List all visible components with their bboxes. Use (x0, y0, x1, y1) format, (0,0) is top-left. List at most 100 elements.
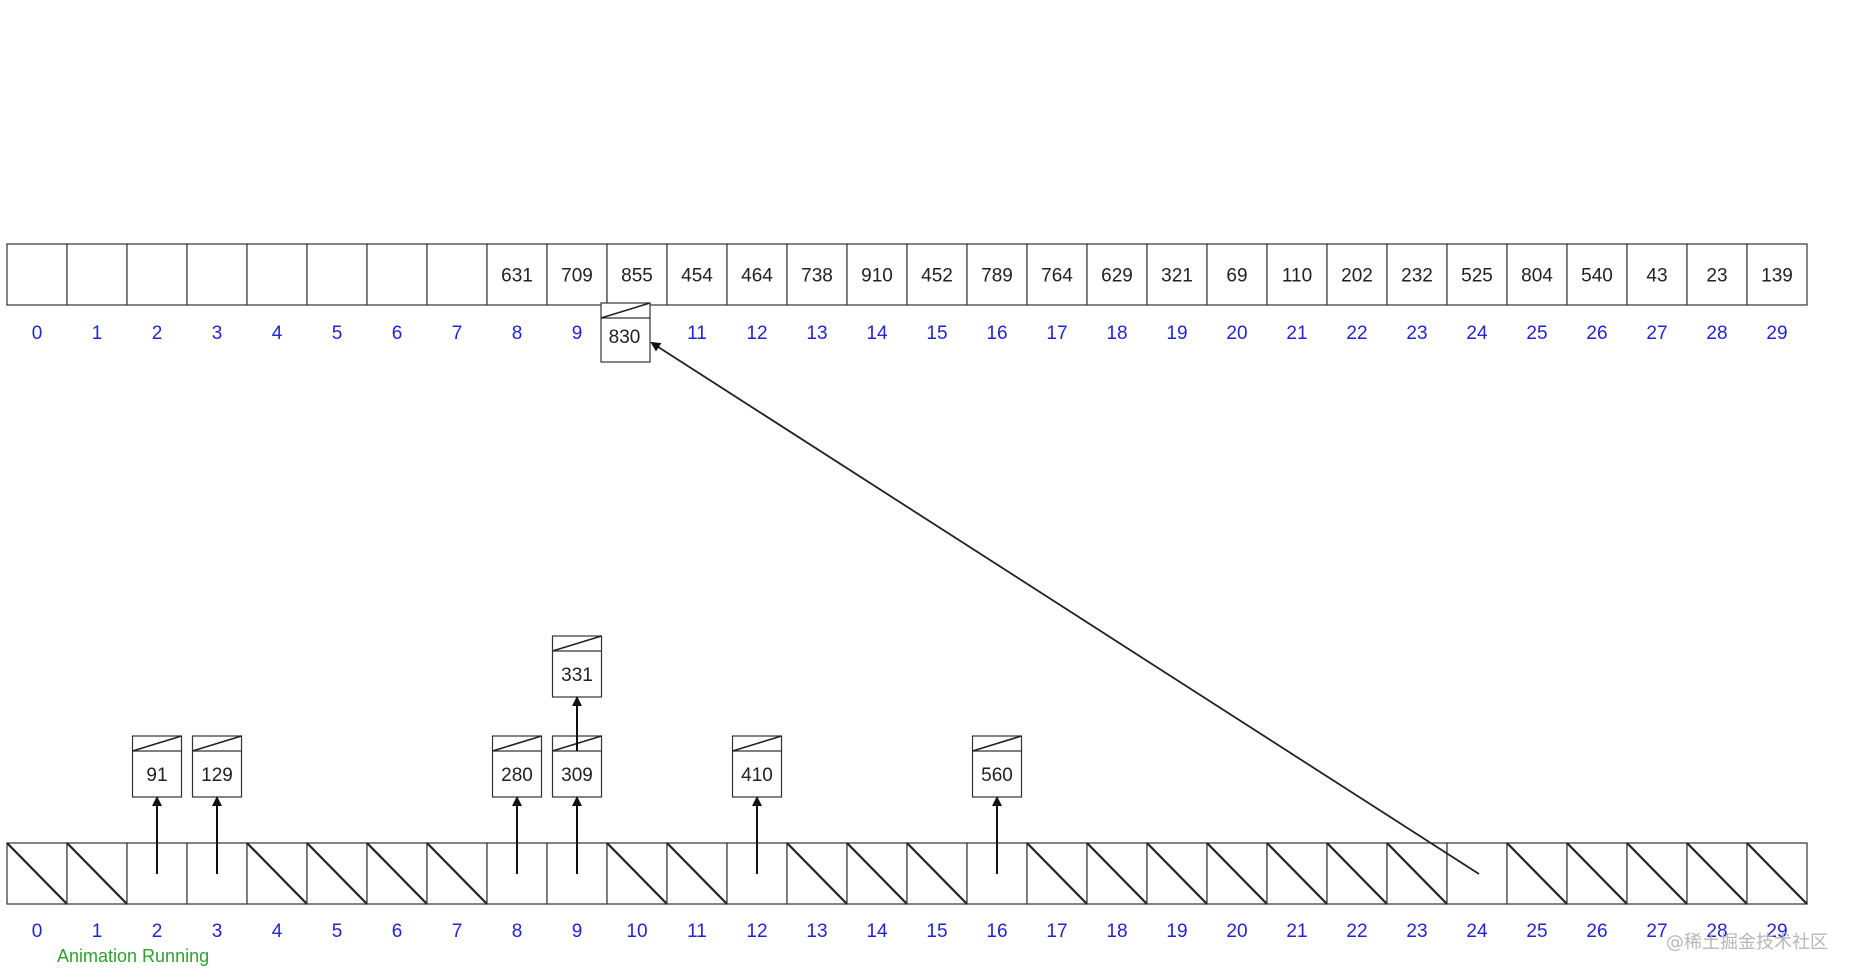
output-cell-value: 789 (981, 266, 1013, 287)
null-slash (666, 842, 728, 905)
null-slash (366, 842, 428, 905)
output-index-label: 26 (1586, 323, 1607, 344)
bucket-index-label: 18 (1106, 921, 1127, 942)
null-slash (1206, 842, 1268, 905)
output-index-label: 0 (32, 323, 43, 344)
bucket-index-label: 21 (1286, 921, 1307, 942)
output-index-label: 11 (687, 323, 707, 344)
output-cell (1506, 243, 1568, 306)
output-cell (1266, 243, 1328, 306)
bucket-index-label: 17 (1046, 921, 1067, 942)
bucket-index-label: 12 (746, 921, 767, 942)
bucket-index-label: 28 (1706, 921, 1727, 942)
bucket-index-label: 27 (1646, 921, 1667, 942)
output-cell-value: 709 (561, 266, 593, 287)
null-slash (306, 842, 368, 905)
next-null-slash (132, 735, 182, 752)
output-cell-value: 69 (1226, 266, 1247, 287)
output-index-label: 20 (1226, 323, 1247, 344)
output-cell-value: 321 (1161, 266, 1193, 287)
bucket-index-label: 6 (392, 921, 403, 942)
bucket-index-label: 13 (806, 921, 827, 942)
null-slash (426, 842, 488, 905)
bucket-index-label: 16 (986, 921, 1007, 942)
list-node-value: 331 (561, 665, 593, 686)
output-cell-value: 631 (501, 266, 533, 287)
output-cell (1566, 243, 1628, 306)
bucket-index-label: 8 (512, 921, 523, 942)
output-cell-value: 525 (1461, 266, 1493, 287)
output-cell-value: 452 (921, 266, 953, 287)
output-index-label: 6 (392, 323, 403, 344)
output-cell-value: 454 (681, 266, 713, 287)
output-cell (186, 243, 248, 306)
null-slash (66, 842, 128, 905)
output-cell (306, 243, 368, 306)
output-index-label: 7 (452, 323, 463, 344)
null-slash (6, 842, 68, 905)
output-index-label: 16 (986, 323, 1007, 344)
move-arrow (650, 341, 1480, 875)
next-null-slash (552, 635, 602, 652)
output-cell-value: 910 (861, 266, 893, 287)
null-slash (1386, 842, 1448, 905)
output-array: 0123456763187099855104541146412738139101… (6, 243, 1808, 344)
output-cell (846, 243, 908, 306)
output-cell (1086, 243, 1148, 306)
output-cell-value: 855 (621, 266, 653, 287)
output-cell (246, 243, 308, 306)
output-index-label: 19 (1166, 323, 1187, 344)
list-node (131, 735, 183, 798)
output-cell-value: 540 (1581, 266, 1613, 287)
null-slash (1026, 842, 1088, 905)
output-cell-value: 629 (1101, 266, 1133, 287)
status-text: Animation Running (57, 946, 209, 966)
output-cell (1146, 243, 1208, 306)
output-index-label: 28 (1706, 323, 1727, 344)
bucket-index-label: 0 (32, 921, 43, 942)
next-null-slash (192, 735, 242, 752)
bucket-index-label: 14 (866, 921, 888, 942)
output-cell-value: 738 (801, 266, 833, 287)
output-cell-value: 464 (741, 266, 773, 287)
list-node (551, 635, 603, 698)
output-cell (426, 243, 488, 306)
next-null-slash (492, 735, 542, 752)
output-index-label: 2 (152, 323, 163, 344)
null-slash (906, 842, 968, 905)
bucket-index-label: 20 (1226, 921, 1247, 942)
output-index-label: 25 (1526, 323, 1547, 344)
bucket-index-label: 29 (1766, 921, 1787, 942)
null-slash (1146, 842, 1208, 905)
bucket-index-label: 1 (92, 921, 103, 942)
moving-node-group: 830 (600, 302, 1480, 875)
output-index-label: 24 (1466, 323, 1488, 344)
output-index-label: 29 (1766, 323, 1787, 344)
list-node-value: 280 (501, 765, 533, 786)
bucket-index-label: 19 (1166, 921, 1187, 942)
bucket-index-label: 5 (332, 921, 343, 942)
output-cell (966, 243, 1028, 306)
bucket-index-label: 11 (687, 921, 707, 942)
null-slash (1506, 842, 1568, 905)
output-index-label: 23 (1406, 323, 1427, 344)
null-slash (606, 842, 668, 905)
next-null-slash (972, 735, 1022, 752)
output-cell (1746, 243, 1808, 306)
bucket-index-label: 25 (1526, 921, 1547, 942)
output-cell (6, 243, 68, 306)
moving-node (600, 302, 651, 363)
output-index-label: 9 (572, 323, 583, 344)
output-cell-value: 110 (1282, 266, 1312, 287)
bucket-index-label: 3 (212, 921, 223, 942)
bucket-index-label: 9 (572, 921, 583, 942)
output-cell (1206, 243, 1268, 306)
bucket-index-label: 24 (1466, 921, 1488, 942)
output-cell-value: 202 (1341, 266, 1373, 287)
output-index-label: 27 (1646, 323, 1667, 344)
output-cell (486, 243, 548, 306)
bucket-index-label: 23 (1406, 921, 1427, 942)
bucket-index-label: 26 (1586, 921, 1607, 942)
output-index-label: 13 (806, 323, 827, 344)
